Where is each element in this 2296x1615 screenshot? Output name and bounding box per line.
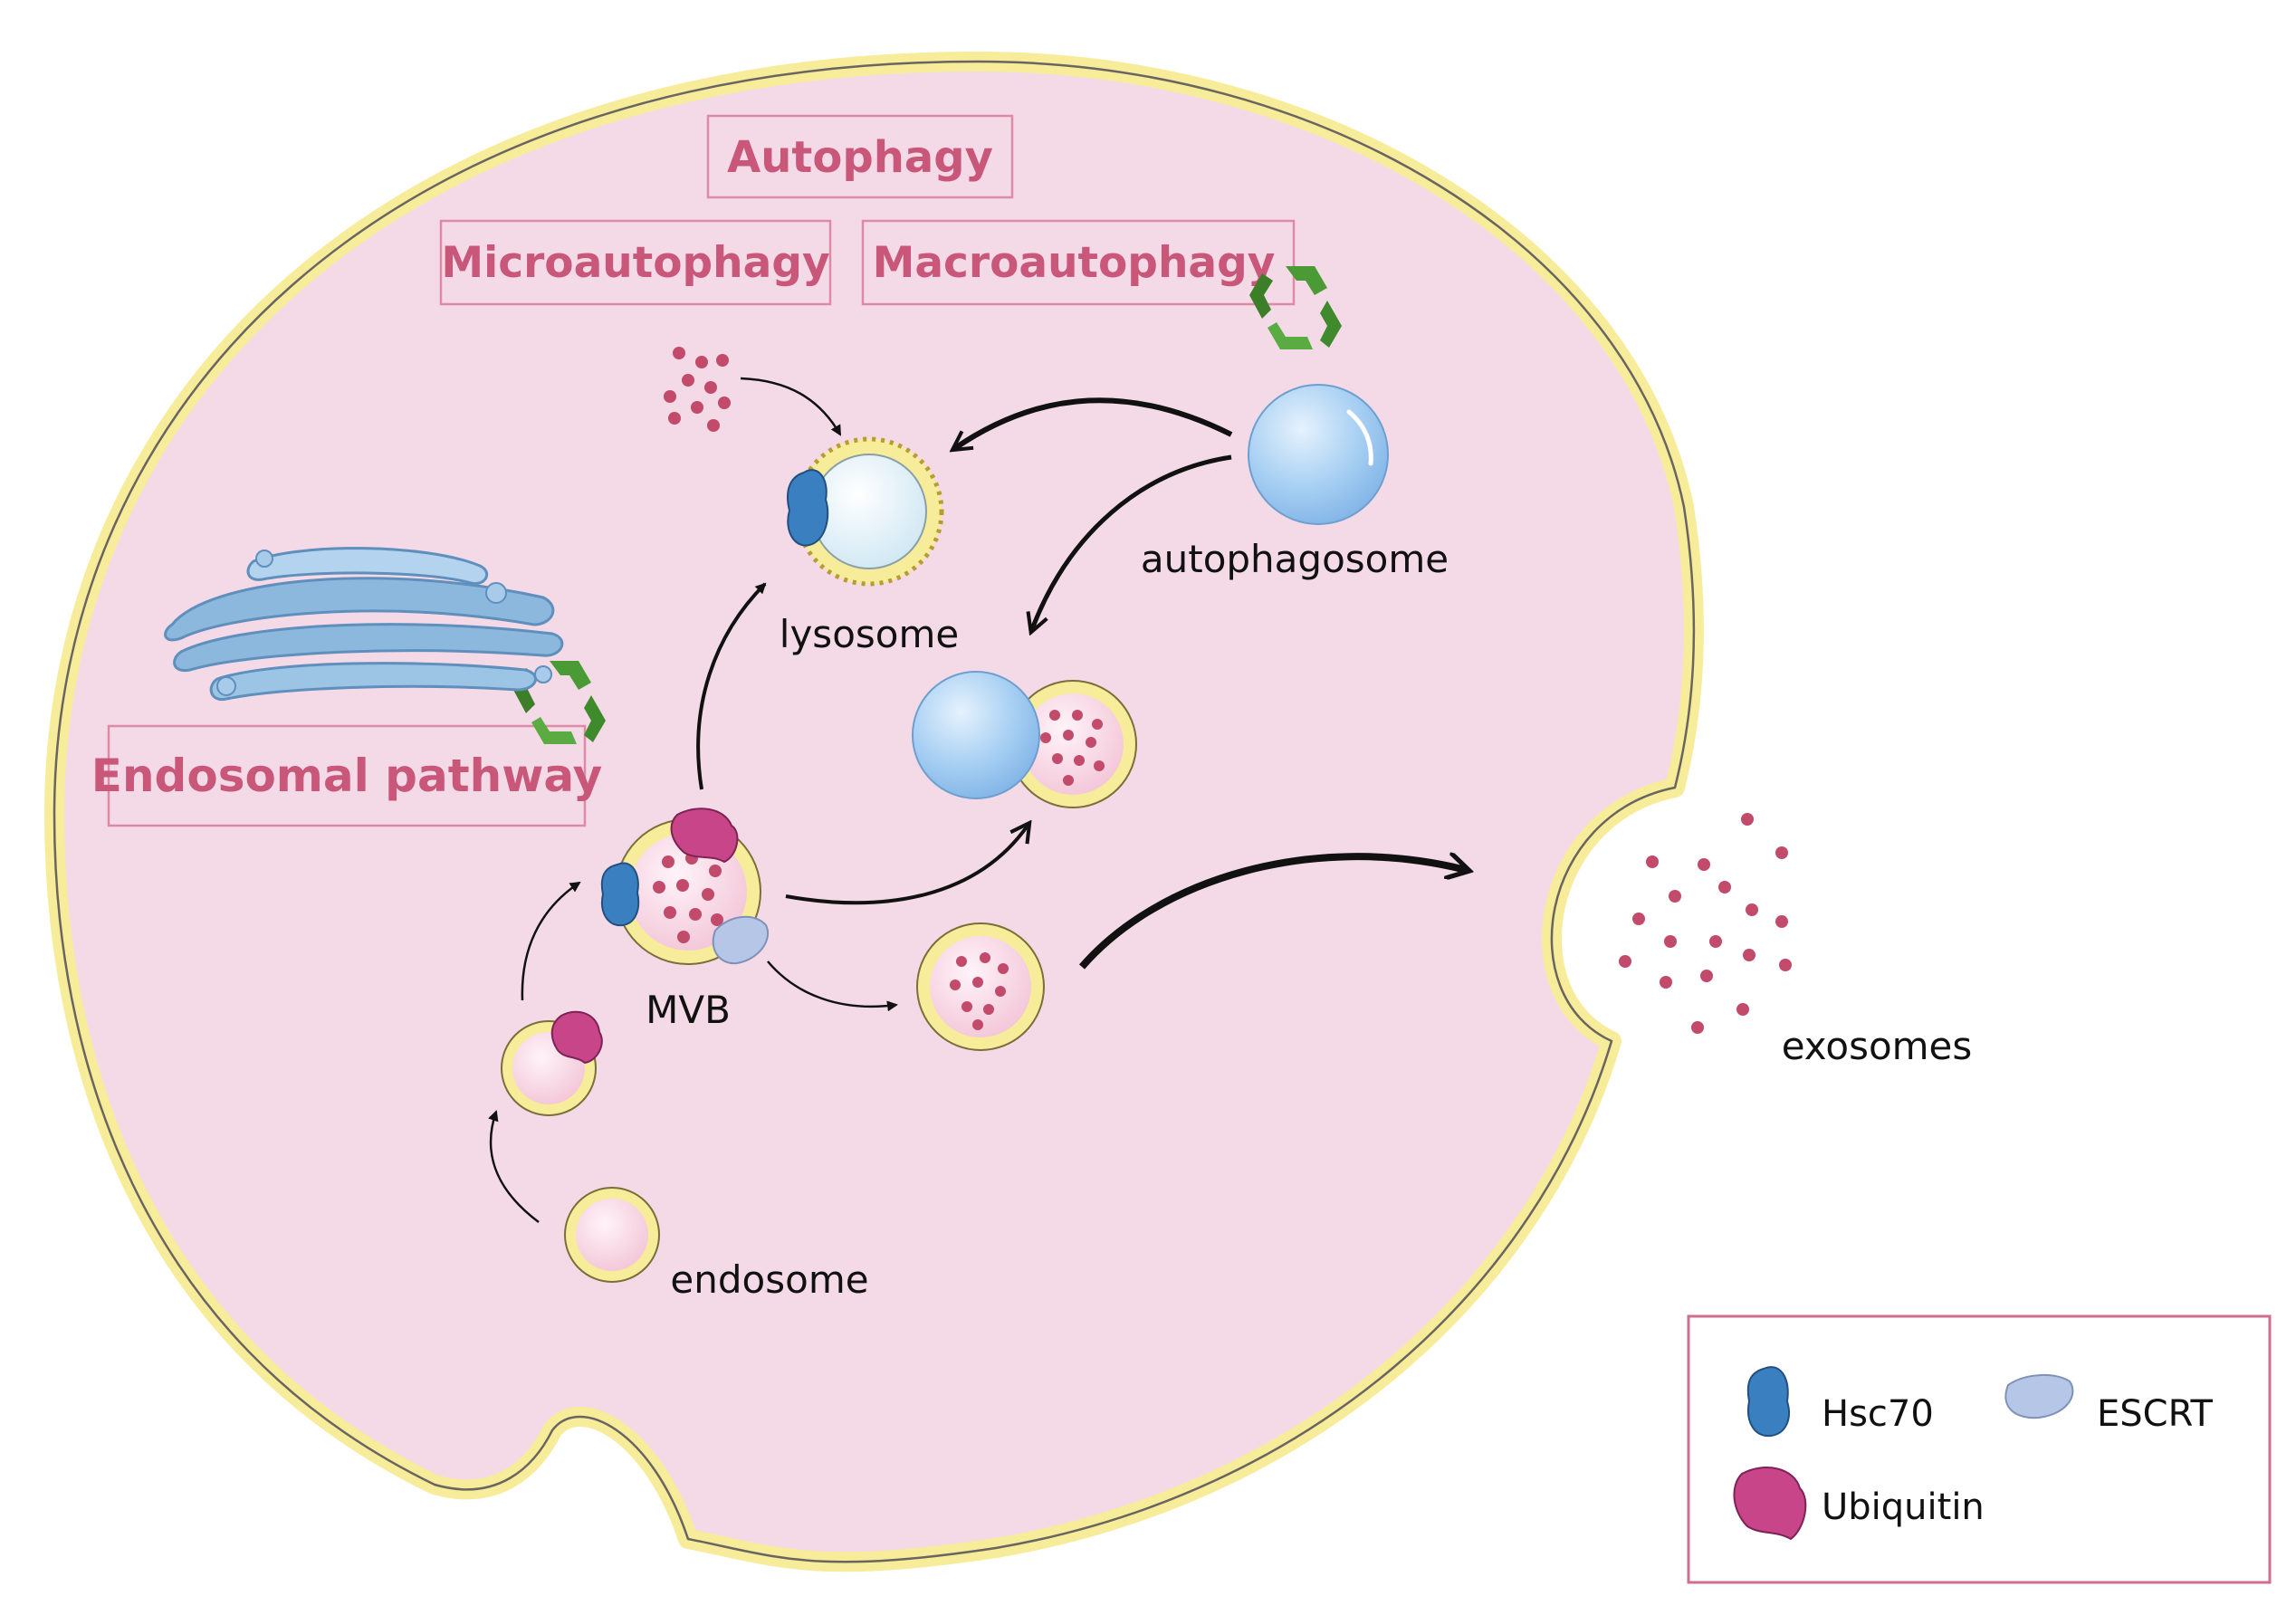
exosome-dots <box>1619 813 1792 1034</box>
legend-ubiquitin-label: Ubiquitin <box>1822 1486 1985 1528</box>
endosomal-pathway-title: Endosomal pathway <box>91 750 602 802</box>
microautophagy-title: Microautophagy <box>441 238 829 288</box>
recycle-icon <box>513 661 606 744</box>
ubiquitin-icon <box>1733 1467 1807 1541</box>
arrow-endosome-to-vesicle <box>488 1110 540 1223</box>
legend-escrt-label: ESCRT <box>2097 1393 2213 1435</box>
ubiquitinated-vesicle <box>501 1010 603 1116</box>
autophagosome-label: autophagosome <box>1141 537 1449 581</box>
lysosome <box>787 436 944 587</box>
hsc70-icon <box>600 862 640 927</box>
cargo-dots <box>664 347 731 432</box>
mvb <box>600 808 769 965</box>
ubiquitin-icon <box>550 1010 603 1065</box>
macroautophagy-title-box: Macroautophagy <box>861 219 1296 306</box>
legend: Hsc70 ESCRT Ubiquitin <box>1687 1314 2272 1584</box>
macroautophagy-title: Macroautophagy <box>873 238 1276 288</box>
ubiquitin-icon <box>670 808 739 864</box>
arrow-secretory-to-exosomes <box>1078 856 1462 970</box>
escrt-icon <box>2004 1373 2074 1419</box>
cell-membrane-outline <box>53 60 1696 1563</box>
lysosome-label: lysosome <box>780 612 959 656</box>
mvb-label: MVB <box>646 988 731 1032</box>
arrow-autophagosome-to-autolysosome <box>1032 454 1232 629</box>
recycle-icon <box>1249 266 1342 349</box>
legend-hsc70-label: Hsc70 <box>1822 1393 1934 1435</box>
autophagosome <box>1248 384 1389 525</box>
arrow-autophagosome-to-lysosome <box>955 397 1233 448</box>
hsc70-icon <box>787 469 829 547</box>
microautophagy-title-box: Microautophagy <box>439 219 832 306</box>
arrow-mvb-to-secretory-vesicle <box>767 960 898 1012</box>
exosomes-label: exosomes <box>1782 1024 1973 1068</box>
arrow-mvb-to-lysosome <box>696 582 767 790</box>
autophagy-title-box: Autophagy <box>706 114 1014 199</box>
arrow-vesicle-to-mvb <box>521 881 581 1001</box>
pathway-arrows <box>488 377 1462 1223</box>
escrt-icon <box>712 915 769 965</box>
golgi-apparatus-icon <box>164 547 564 702</box>
secretory-vesicle <box>916 922 1045 1051</box>
arrow-mvb-to-autolysosome <box>785 826 1028 905</box>
endosome <box>564 1187 660 1283</box>
hsc70-icon <box>1746 1366 1790 1438</box>
arrow-cargo-to-lysosome <box>740 377 842 436</box>
autolysosome <box>912 671 1137 808</box>
endosome-label: endosome <box>670 1257 868 1302</box>
endosomal-pathway-title-box: Endosomal pathway <box>91 724 602 827</box>
autophagy-title: Autophagy <box>727 132 993 183</box>
